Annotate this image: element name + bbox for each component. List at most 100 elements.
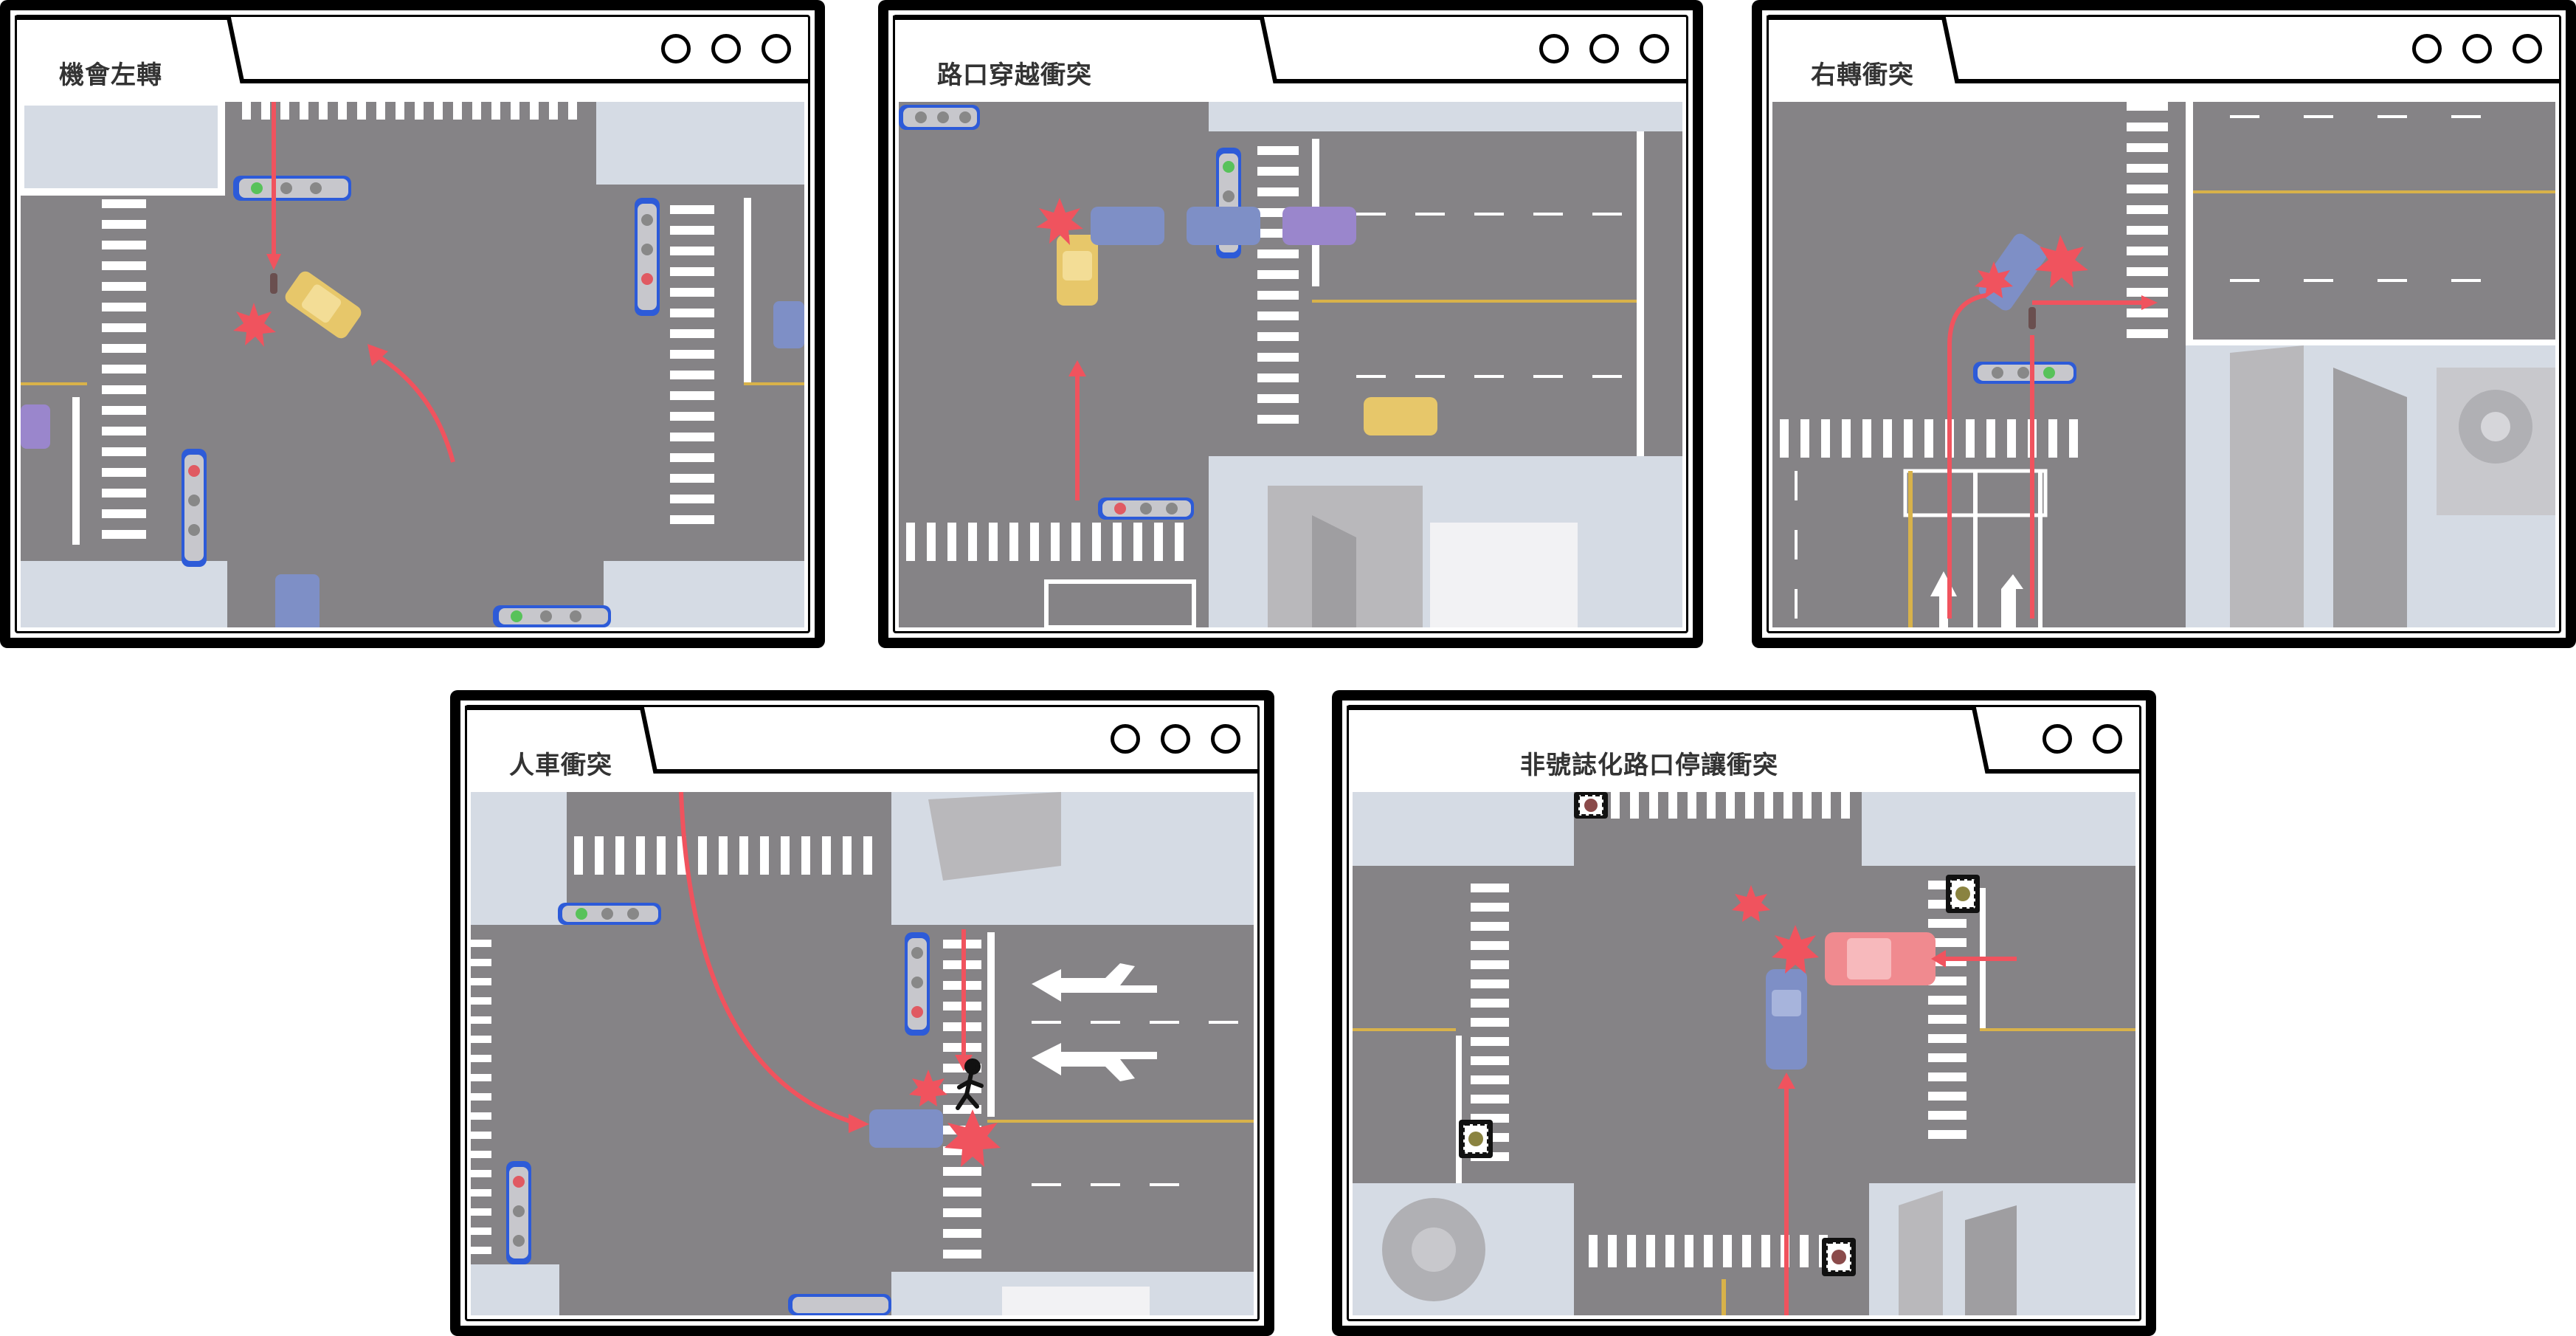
crosswalk [670,205,714,524]
traffic-signal-icon [635,198,660,316]
crash-burst-icon [1975,261,2013,298]
movement-arrow [1947,293,2149,619]
crash-burst-icon [2035,235,2088,288]
crosswalk [574,836,872,875]
window-pedestrian-conflict: 人車衝突 [450,690,1274,1336]
crosswalk [471,940,491,1254]
sidewalk-block [604,561,804,627]
window-right-turn: 右轉衝突 [1752,0,2576,648]
window-dot-button[interactable] [1161,724,1190,754]
crash-burst-icon [1732,885,1770,922]
sidewalk-block [21,561,227,627]
crosswalk [102,199,146,539]
stop-sign-icon [1574,792,1608,819]
crosswalk [1589,1235,1828,1267]
crosswalk [1928,881,1966,1139]
window-tab-bar: 人車衝突 [465,705,1260,780]
intersection-scene-unsignalized [1353,792,2135,1315]
window-tab-bar: 機會左轉 [15,15,810,90]
sidewalk-block [1209,102,1682,131]
intersection-scene-crossing [899,102,1682,627]
window-unsignalized-yield: 非號誌化路口停讓衝突 [1332,690,2156,1336]
stop-sign-icon [1459,1120,1493,1158]
window-tab-bar: 路口穿越衝突 [893,15,1688,90]
tab-outline [465,706,1260,774]
window-title: 人車衝突 [509,751,612,780]
movement-arrow [272,102,455,463]
intersection-scene-left-turn [21,102,804,627]
motorcycle [270,273,277,294]
window-dot-button[interactable] [1539,34,1569,63]
crash-burst-icon [909,1070,947,1106]
crash-burst-icon [1036,198,1083,245]
traffic-signal-icon [558,903,661,925]
crosswalk [1611,792,1850,819]
window-left-turn: 機會左轉 [0,0,825,648]
crash-burst-icon [1772,925,1819,974]
car-blue [869,1109,943,1148]
window-dot-button[interactable] [661,34,691,63]
traffic-signal-icon [899,105,980,130]
intersection-scene-pedestrian [471,792,1254,1315]
car-blue [773,301,804,348]
car-blue [1187,207,1260,245]
window-dot-button[interactable] [2043,724,2072,754]
traffic-signal-icon [905,932,930,1036]
window-tab-bar: 非號誌化路口停讓衝突 [1347,705,2141,780]
traffic-signal-icon [182,449,207,567]
car-blue [1766,969,1807,1070]
window-tab-bar: 右轉衝突 [1767,15,2561,90]
car-yellow [285,271,362,339]
window-controls [2412,34,2542,63]
window-dot-button[interactable] [2513,34,2542,63]
window-dot-button[interactable] [1640,34,1669,63]
crosswalk [242,102,577,120]
window-dot-button[interactable] [2412,34,2442,63]
traffic-signal-icon [1973,362,2076,384]
sidewalk-block [1862,792,2135,866]
window-controls [1111,724,1240,754]
car-purple [1282,207,1356,245]
window-title: 非號誌化路口停讓衝突 [1520,751,1778,780]
window-title: 機會左轉 [59,61,162,90]
crosswalk [906,523,1184,561]
window-dot-button[interactable] [1211,724,1240,754]
stop-sign-icon [1822,1238,1856,1276]
window-dot-button[interactable] [711,34,741,63]
sidewalk-block [471,792,567,925]
window-dot-button[interactable] [762,34,791,63]
stop-sign-icon [1946,875,1980,913]
traffic-signal-icon [1098,497,1194,520]
window-controls [1539,34,1669,63]
car-blue [1091,207,1164,245]
pedestrian-icon [956,1058,984,1110]
sidewalk-block [596,102,804,185]
traffic-signal-icon [493,605,611,627]
window-title: 右轉衝突 [1811,61,1914,90]
movement-arrow [679,792,966,1125]
car-yellow [1364,397,1437,435]
tab-outline [1767,16,2561,83]
tab-outline [893,16,1688,83]
window-controls [2043,724,2122,754]
car-blue [275,574,320,627]
crosswalk [2127,102,2168,338]
traffic-signal-icon [233,176,351,201]
window-title: 路口穿越衝突 [937,61,1092,90]
traffic-signal-icon [788,1294,891,1315]
movement-arrow [1784,957,2017,1315]
traffic-signal-icon [506,1161,531,1264]
intersection-scene-right-turn [1772,102,2555,627]
window-dot-button[interactable] [2093,724,2122,754]
lane-arrow-icon [1032,963,1157,1081]
window-dot-button[interactable] [1111,724,1140,754]
window-dot-button[interactable] [2462,34,2492,63]
dashed-lane-line [1356,213,1622,378]
window-controls [661,34,791,63]
window-dot-button[interactable] [1589,34,1619,63]
window-intersection-crossing: 路口穿越衝突 [878,0,1703,648]
crash-burst-icon [945,1109,1001,1167]
tab-outline [15,16,810,83]
tab-outline [1347,706,2141,774]
crash-burst-icon [233,303,276,347]
